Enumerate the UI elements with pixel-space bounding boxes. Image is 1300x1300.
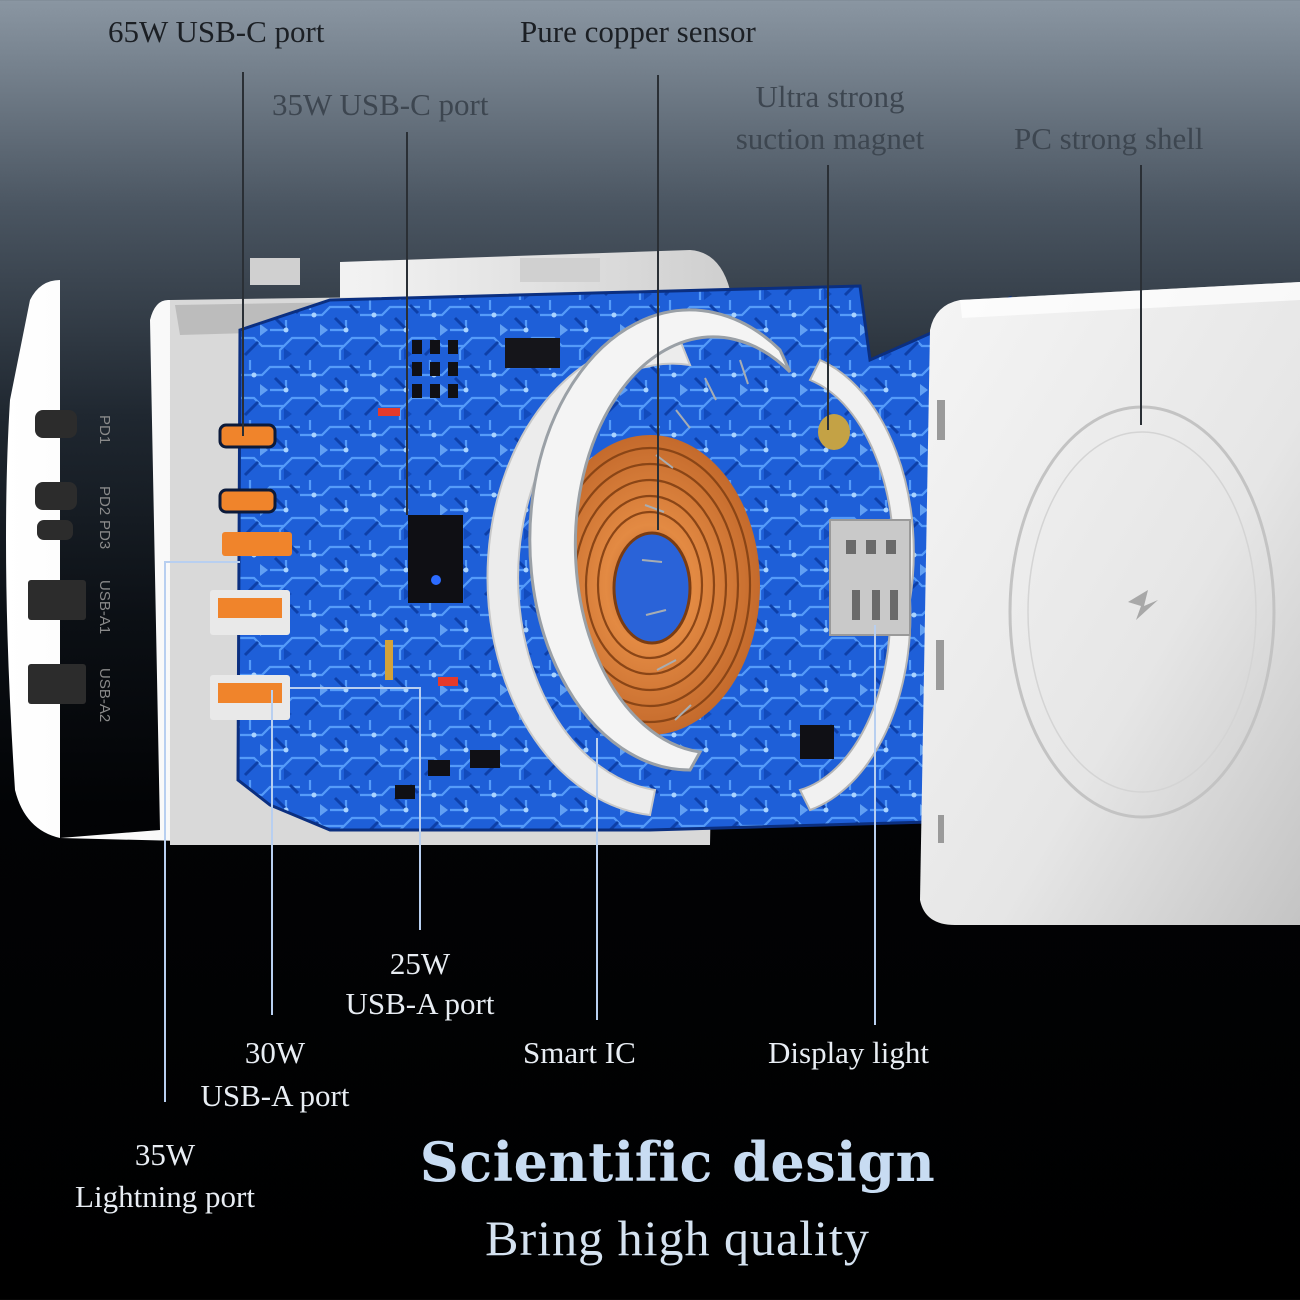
- marking-usb-a2: USB-A2: [96, 668, 113, 722]
- marking-pd2: PD2: [96, 486, 113, 515]
- marking-usb-a1: USB-A1: [96, 580, 113, 634]
- usb-a2-port-icon: [28, 664, 86, 704]
- pcb-usb-a-25w-port: [218, 683, 282, 703]
- port-markings: PD1 PD2 PD3 USB-A1 USB-A2: [96, 415, 113, 722]
- top-callout-lines: [242, 72, 1142, 530]
- label-30w-usb-a-port: USB-A port: [200, 1078, 350, 1113]
- label-30w: 30W: [244, 1035, 306, 1070]
- pcb-usb-a-30w-port: [218, 598, 282, 618]
- pcb-usb-c-35w-port: [218, 488, 277, 514]
- heading-scientific-design: Scientific design: [419, 1130, 936, 1194]
- label-pc-strong-shell: PC strong shell: [1014, 121, 1204, 156]
- subheading-bring-high-quality: Bring high quality: [485, 1210, 870, 1266]
- smart-ic-chip: [408, 515, 463, 603]
- magnet-ring: [528, 308, 792, 772]
- usb-a1-port-icon: [28, 580, 86, 620]
- label-magnet-line1: Ultra strong: [755, 79, 905, 114]
- label-25w: 25W: [389, 946, 451, 981]
- pd3-port-icon: [37, 520, 73, 540]
- pd1-port-icon: [35, 410, 77, 438]
- label-35w: 35W: [134, 1137, 196, 1172]
- pcb-usb-c-65w-port: [218, 423, 277, 449]
- marking-pd1: PD1: [96, 415, 113, 444]
- label-35w-usb-c-port: 35W USB-C port: [272, 87, 489, 122]
- label-25w-usb-a-port: USB-A port: [345, 986, 495, 1021]
- marking-pd3: PD3: [96, 520, 113, 549]
- magnet-component: [818, 414, 850, 450]
- label-pure-copper-sensor: Pure copper sensor: [520, 14, 756, 49]
- bottom-callout-lines: [164, 561, 876, 1102]
- pcb-lightning-port: [222, 532, 292, 556]
- label-lightning-port: Lightning port: [75, 1179, 255, 1214]
- label-magnet-line2: suction magnet: [735, 121, 925, 156]
- pd2-port-icon: [35, 482, 77, 510]
- label-smart-ic: Smart IC: [523, 1035, 636, 1070]
- right-shell: [920, 282, 1300, 925]
- label-display-light: Display light: [768, 1035, 930, 1070]
- wireless-coil-assembly: [486, 308, 915, 817]
- lightning-bolt-icon: [1128, 590, 1158, 620]
- label-65w-usb-c-port: 65W USB-C port: [108, 14, 325, 49]
